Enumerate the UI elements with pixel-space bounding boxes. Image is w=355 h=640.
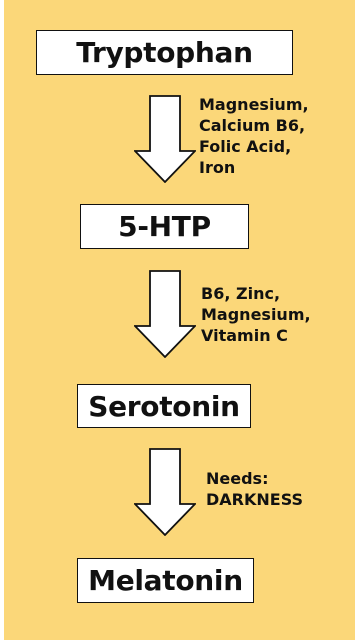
step-label-tryptophan: Tryptophan: [76, 36, 253, 69]
step-label-5-htp: 5-HTP: [118, 210, 211, 243]
step-box-melatonin: Melatonin: [77, 558, 254, 603]
cofactor-line: B6, Zinc,: [201, 284, 281, 303]
down-arrow-icon: [134, 95, 196, 183]
step-box-tryptophan: Tryptophan: [36, 30, 293, 75]
cofactor-line: Folic Acid,: [199, 137, 292, 156]
cofactor-note-5-htp-to-serotonin: B6, Zinc, Magnesium, Vitamin C: [201, 283, 311, 346]
cofactor-line: Needs:: [206, 469, 269, 488]
cofactor-line: Vitamin C: [201, 326, 288, 345]
step-box-serotonin: Serotonin: [77, 384, 251, 428]
step-box-5-htp: 5-HTP: [80, 204, 249, 249]
down-arrow-icon: [134, 448, 196, 536]
cofactor-note-serotonin-to-melatonin: Needs: DARKNESS: [206, 468, 303, 510]
cofactor-note-tryptophan-to-5-htp: Magnesium, Calcium B6, Folic Acid, Iron: [199, 94, 309, 178]
cofactor-line: Calcium B6,: [199, 116, 306, 135]
cofactor-line: Iron: [199, 158, 236, 177]
cofactor-line: Magnesium,: [199, 95, 309, 114]
step-label-melatonin: Melatonin: [88, 564, 243, 597]
cofactor-line: Magnesium,: [201, 305, 311, 324]
step-label-serotonin: Serotonin: [88, 389, 240, 423]
cofactor-line: DARKNESS: [206, 490, 304, 509]
down-arrow-icon: [134, 270, 196, 358]
